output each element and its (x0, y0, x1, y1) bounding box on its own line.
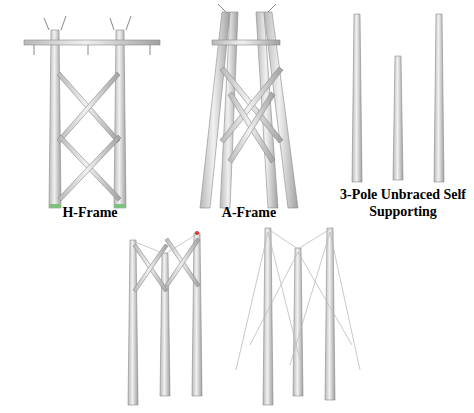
structure-label: H-Frame (40, 204, 140, 221)
structure-label: 3-Pole Unbraced Self Supporting (338, 186, 468, 220)
structure-label: A-Frame (199, 204, 299, 221)
